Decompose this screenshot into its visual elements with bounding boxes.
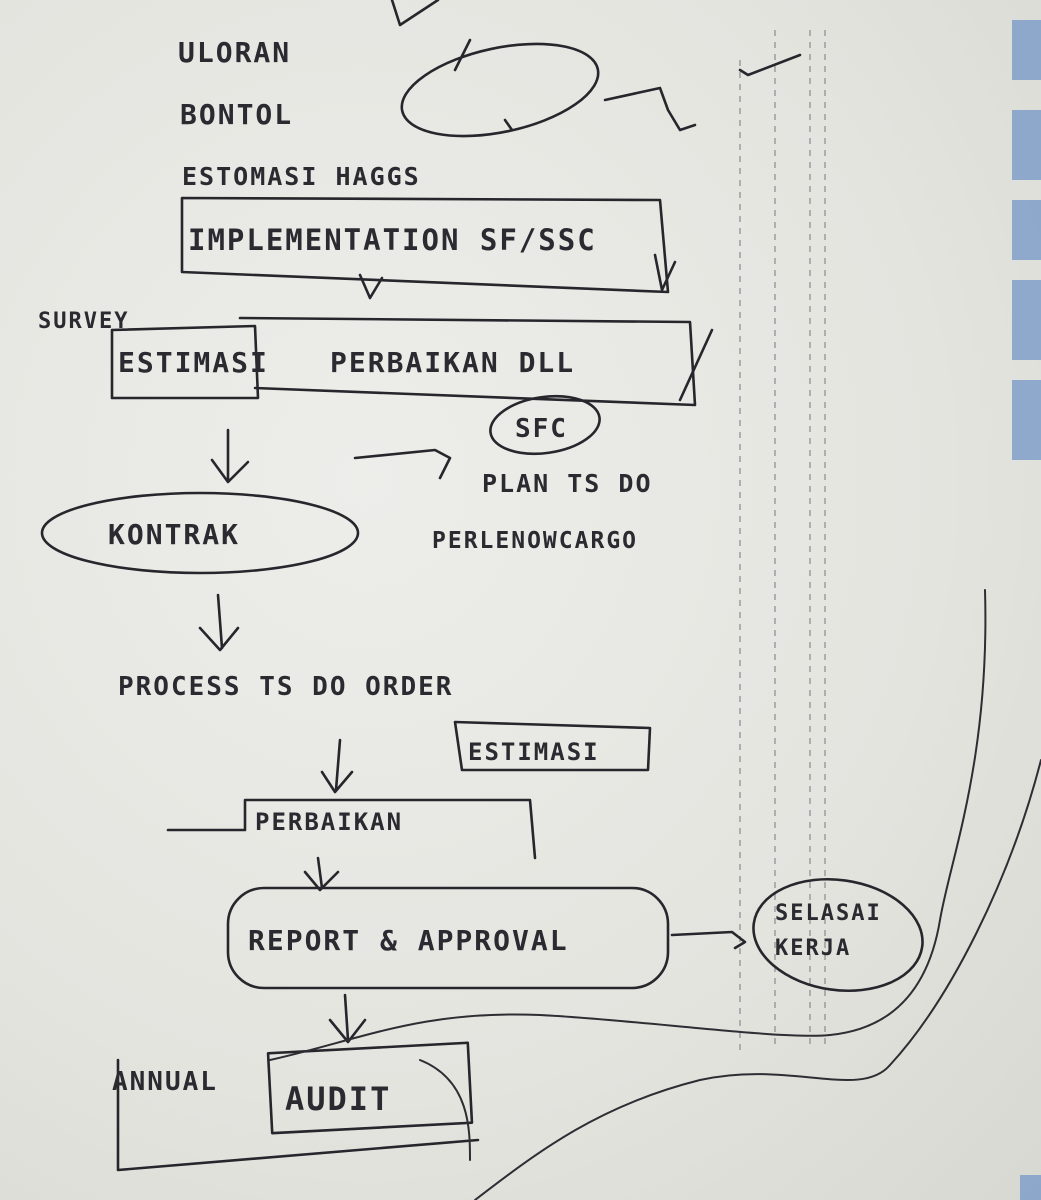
arrow-down	[358, 273, 384, 300]
node-label: PERLENOWCARGO	[432, 528, 638, 554]
box-perbaikan	[238, 316, 697, 407]
arrow-down	[210, 428, 250, 484]
sfc-circle	[489, 394, 601, 456]
printed-brand-mark	[1012, 20, 1041, 1200]
arrow	[603, 86, 697, 132]
box-estimasi	[110, 324, 260, 400]
arrow-down	[653, 253, 677, 292]
node-label: KONTRAK	[108, 518, 240, 551]
node-label: KERJA	[775, 936, 851, 961]
box-estimasi-small	[453, 720, 652, 772]
node-label: PERBAIKAN DLL	[330, 346, 575, 379]
node-label: ESTIMASI	[468, 738, 600, 766]
selasai-oval	[752, 877, 924, 993]
check-mark	[738, 53, 802, 77]
sweep-curve	[419, 1059, 471, 1161]
node-label: PLAN TS DO	[482, 469, 653, 498]
box-report	[226, 886, 670, 990]
box-audit	[266, 1041, 474, 1135]
node-label: AUDIT	[285, 1080, 391, 1118]
arrow-down	[303, 856, 340, 892]
node-label: ESTIMASI	[118, 346, 269, 379]
scribble-oval	[400, 42, 600, 138]
box-annual	[116, 1058, 480, 1172]
arrow-down	[320, 738, 354, 794]
box-perbaikan-bottom	[166, 798, 537, 860]
arrow-down	[328, 993, 367, 1044]
note-line: BONTOL	[180, 98, 293, 131]
node-label: PROCESS TS DO ORDER	[118, 672, 453, 702]
arrow-right	[670, 930, 747, 950]
note-line: ESTOMASI HAGGS	[182, 162, 421, 191]
scribble	[678, 328, 714, 402]
note-line: ULORAN	[178, 36, 291, 69]
node-label: IMPLEMENTATION SF/SSC	[188, 223, 597, 257]
sweep-curve	[474, 759, 1041, 1200]
node-label: SELASAI	[775, 901, 882, 926]
scribble	[453, 38, 514, 132]
node-label: REPORT & APPROVAL	[248, 924, 569, 957]
arrow-right	[353, 448, 452, 480]
node-label: ANNUAL	[112, 1067, 218, 1097]
node-label: SFC	[515, 414, 568, 444]
box-implementation	[180, 196, 670, 294]
check-mark	[390, 0, 440, 27]
arrow-down	[198, 593, 240, 652]
node-label: PERBAIKAN	[255, 808, 403, 836]
ellipse-kontrak	[40, 491, 360, 575]
sweep-curve	[269, 589, 987, 1061]
